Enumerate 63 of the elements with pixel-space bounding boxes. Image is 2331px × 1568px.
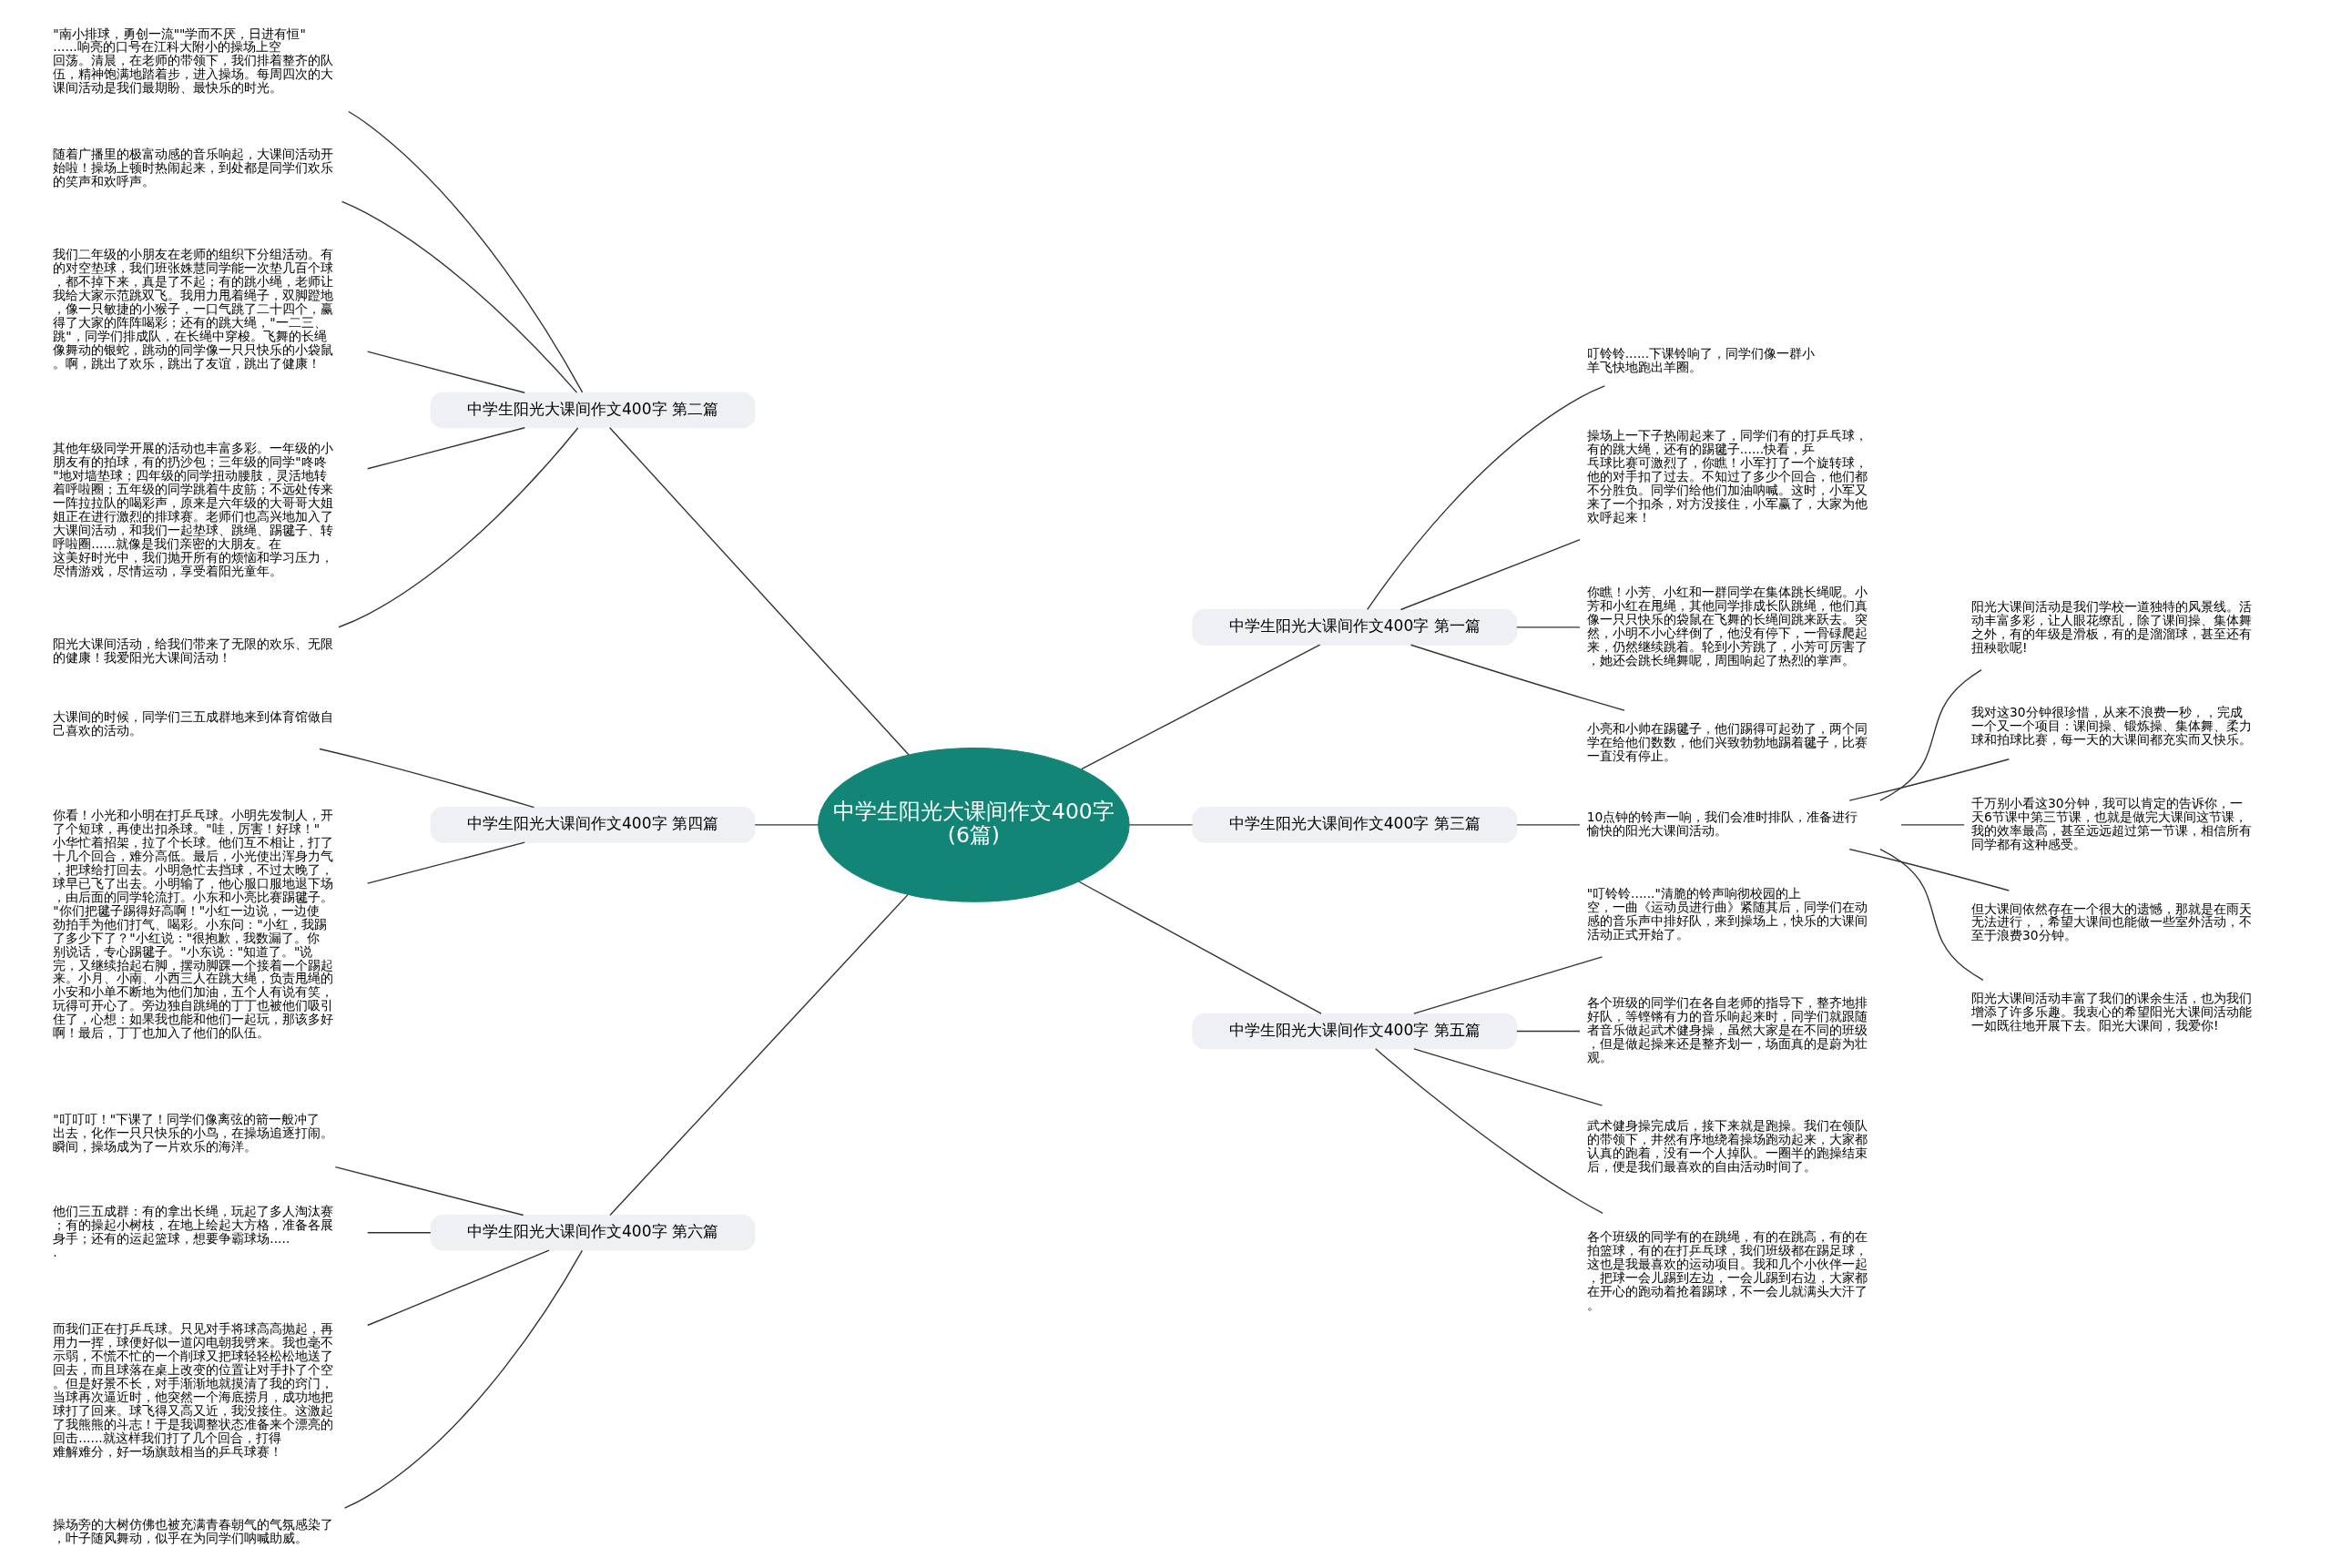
node-text: 阳光大课间活动丰富了我们的课余生活，也为我们增添了许多乐趣。我衷心的希望阳光大课间活动能一如既往地开展下去。阳光大课间，我爱你! [1970,990,2252,1033]
node-text: 其他年级同学开展的活动也丰富多彩。一年级的小朋友有的拍球，有的扔沙包；三年级的同学"咚咚"地对墙垫球；四年级的同学扭动腰肢，灵活地转着呼啦圈；五年级的同学跳着牛皮筋；不远处传来一阵拉拉队的喝彩声，原来是六年级的大哥哥大姐姐正在进行激烈的排球赛。老师们也高兴地加入了大课间活动，和我们一起垫球、跳绳、踢毽子、转呼啦圈......就像是我们亲密的大朋友。在这美好时光中，我们抛开所有的烦恼和学习压力，尽情游戏，尽情运动，享受着阳光童年。 [52,440,333,578]
connector [341,200,577,393]
node-text: "叮叮叮！"下课了！同学们像离弦的箭一般冲了出去，化作一只只快乐的小鸟，在操场追逐打闹。瞬间，操场成为了一片欢乐的海洋。 [52,1111,333,1154]
connector [366,840,525,884]
node-text: 你看！小光和小明在打乒乓球。小明先发制人，开了个短球，再使出扣杀球。"哇，厉害！好球！"小华忙着招架，拉了个长球。他们互不相让，打了十几个回合，难分高低。最后，小光使出浑身力气，把球给打回去。小明急忙去挡球，不过太晚了，球早已飞了出去。小明输了，他心服口服地退下场，由后面的同学轮流打。小东和小亮比赛踢毽子。"你们把毽子踢得好高啊！"小红一边说，一边使劲拍手为他们打气、喝彩。小东问："小红，我踢了多少下了？"小红说："很抱歉，我数漏了。你别说话，专心踢毽子。"小东说："知道了。"说完，又继续抬起右脚，摆动脚踝一个接着一个踢起来。小月、小南、小西三人在跳大绳，负责甩绳的小安和小单不断地为他们加油，五个人有说有笑，玩得可开心了。旁边独自跳绳的丁丁也被他们吸引住了，心想：如果我也能和他们一起玩，那该多好啊！最后，丁丁也加入了他们的队伍。 [52,807,333,1040]
connector [1847,848,2010,891]
connector [1410,644,1625,711]
connector [1899,823,1965,826]
connector [1878,668,1982,801]
connector [1128,823,1193,826]
connector [608,893,909,1216]
node-text: "叮铃铃......"清脆的铃声响彻校园的上空，一曲《运动员进行曲》紧随其后，同学们在动感的音乐声中排好队，来到操场上，快乐的大课间活动正式开始了。 [1586,885,1868,942]
connector [1878,848,1984,981]
node-text: 操场旁的大树仿佛也被充满青春朝气的气氛感染了，叶子随风舞动，似乎在为同学们呐喊助威。 [52,1516,333,1545]
node-text: 我们二年级的小朋友在老师的组织下分组活动。有的对空垫球，我们班张姝慧同学能一次垫几百个球，都不掉下来，真是了不起；有的跳小绳，老师让我给大家示范跳双飞。我用力甩着绳子，双脚蹬地，像一只敏捷的小猴子，一口气跳了二十四个，赢得了大家的阵阵喝彩；还有的跳大绳，"一二三、跳"，同学们排成队，在长绳中穿梭。飞舞的长绳像舞动的银蛇，跳动的同学像一只只快乐的小袋鼠。啊，跳出了欢乐，跳出了友谊，跳出了健康！ [52,246,333,371]
connector [1515,1030,1581,1032]
node-text: 但大课间依然存在一个很大的遗憾，那就是在雨天无法进行，，希望大课间也能做一些室外活动，不至于浪费30分钟。 [1970,901,2252,942]
connector [366,1231,432,1233]
node-box: 中学生阳光大课间作文400字 第四篇 [430,806,756,843]
connector [347,110,583,393]
connector [1515,626,1581,628]
connector [1515,823,1581,826]
connector [1077,881,1322,1014]
connector [366,426,525,469]
connector [1400,538,1581,610]
node-box: 中学生阳光大课间作文400字 第三篇 [1191,806,1517,843]
connector [1412,1047,1603,1106]
connector [608,426,910,756]
node-box: 中学生阳光大课间作文400字 第五篇 [1191,1013,1517,1049]
node-box: 中学生阳光大课间作文400字 第六篇 [430,1214,756,1251]
connector [366,351,525,393]
node-text: 他们三五成群：有的拿出长绳，玩起了多人淘汰赛；有的操起小树枝，在地上绘起大方格，准备各展身手；还有的运起篮球，想要争霸球场...... [52,1203,333,1259]
connector [1366,384,1605,610]
node-text: 千万别小看这30分钟，我可以肯定的告诉你，一天6节课中第三节课，也就是做完大课间这节课，我的效率最高，甚至远远超过第一节课，相信所有同学都有这种感受。 [1970,795,2252,851]
node-text: 而我们正在打乒乓球。只见对手将球高高抛起，再用力一挥，球便好似一道闪电朝我劈来。我也毫不示弱，不慌不忙的一个削球又把球轻轻松松地送了回去，而且球落在桌上改变的位置让对手扑了个空。但是好景不长，对手渐渐地就摸清了我的窍门，当球再次逼近时，他突然一个海底捞月，成功地把球打了回来。球飞得又高又近，我没接住。这激起了我熊熊的斗志！于是我调整状态准备来个漂亮的回击......就这样我们打了几个回合，打得难解难分，好一场旗鼓相当的乒乓球赛！ [52,1320,333,1459]
connector [1374,1047,1603,1214]
connector [343,1249,583,1509]
node-text: 随着广播里的极富动感的音乐响起，大课间活动开始啦！操场上顿时热闹起来，到处都是同学们欢乐的笑声和欢呼声。 [52,146,333,188]
node-text: 叮铃铃......下课铃响了，同学们像一群小羊飞快地跑出羊圈。 [1586,345,1815,374]
connector [1080,644,1320,769]
node-text: 武术健身操完成后，接下来就是跑操。我们在领队的带领下，井然有序地绕着操场跑动起来，大家都认真的跑着，没有一个人掉队。一圈半的跑操结束后，便是我们最喜欢的自由活动时间了。 [1586,1117,1868,1174]
connector [754,823,819,826]
connector [334,1166,524,1216]
connector [366,1248,550,1326]
node-text: 10点钟的铃声一响，我们会准时排队，准备进行愉快的阳光大课间活动。 [1586,809,1858,838]
node-box: 中学生阳光大课间作文400字 第一篇 [1191,608,1517,646]
node-text: 你瞧！小芳、小红和一群同学在集体跳长绳呢。小芳和小红在甩绳，其他同学排成长队跳绳，他们真像一只只快乐的袋鼠在飞舞的长绳间跳来跃去。突然，小明不小心绊倒了，他没有停下，一骨碌爬起来，仍然继续跳着。轮到小芳跳了，小芳可厉害了，她还会跳长绳舞呢，周围响起了热烈的掌声。 [1586,584,1868,667]
node-box: 中学生阳光大课间作文400字 第二篇 [430,392,756,428]
node-text: 大课间的时候，同学们三五成群地来到体育馆做自己喜欢的活动。 [52,708,333,738]
node-text: 各个班级的同学有的在跳绳，有的在跳高，有的在拍篮球，有的在打乒乓球，我们班级都在踢足球，这也是我最喜欢的运动项目。我和几个小伙伴一起，把球一会儿踢到左边，一会儿踢到右边，大家都在开心的跑动着抢着踢球，不一会儿就满头大汗了。 [1586,1228,1868,1312]
node-text: 操场上一下子热闹起来了，同学们有的打乒乓球，有的跳大绳，还有的踢毽子......快看，乒乓球比赛可激烈了，你瞧！小军打了一个旋转球，他的对手扣了过去。不知过了多少个回合，他们都不分胜负。同学们给他们加油呐喊。这时，小军又来了一个扣杀，对方没接住，小军赢了，大家为他欢呼起来！ [1586,427,1868,524]
node-ellipse: 中学生阳光大课间作文400字(6篇) [817,747,1130,902]
node-text: 小亮和小帅在踢毽子，他们踢得可起劲了，两个同学在给他们数数，他们兴致勃勃地踢着毽子，比赛一直没有停止。 [1586,720,1868,763]
node-text: "南小排球，勇创一流""学而不厌，日进有恒"......响亮的口号在江科大附小的操场上空回荡。清晨，在老师的带领下，我们排着整齐的队伍，精神饱满地踏着步，进入操场。每周四次的大课间活动是我们最期盼、最快乐的时光。 [52,25,333,95]
connector [1847,758,2010,801]
node-text: 各个班级的同学们在各自老师的指导下，整齐地排好队，等铿锵有力的音乐响起来时，同学们就跟随者音乐做起武术健身操，虽然大家是在不同的班级，但是做起操来还是整齐划一，场面真的是蔚为壮观。 [1586,994,1868,1064]
node-text: 阳光大课间活动，给我们带来了无限的欢乐、无限的健康！我爱阳光大课间活动！ [52,636,333,665]
node-text: 阳光大课间活动是我们学校一道独特的风景线。活动丰富多彩，让人眼花缭乱，除了课间操、集体舞之外，有的年级是滑板，有的是溜溜球，甚至还有扭秧歌呢! [1970,598,2252,655]
connector [1412,955,1603,1014]
connector [337,426,578,627]
connector [318,748,534,808]
node-text: 我对这30分钟很珍惜，从来不浪费一秒，，完成一个又一个项目：课间操、锻炼操、集体舞、柔力球和拍球比赛，每一天的大课间都充实而又快乐。 [1970,704,2252,746]
